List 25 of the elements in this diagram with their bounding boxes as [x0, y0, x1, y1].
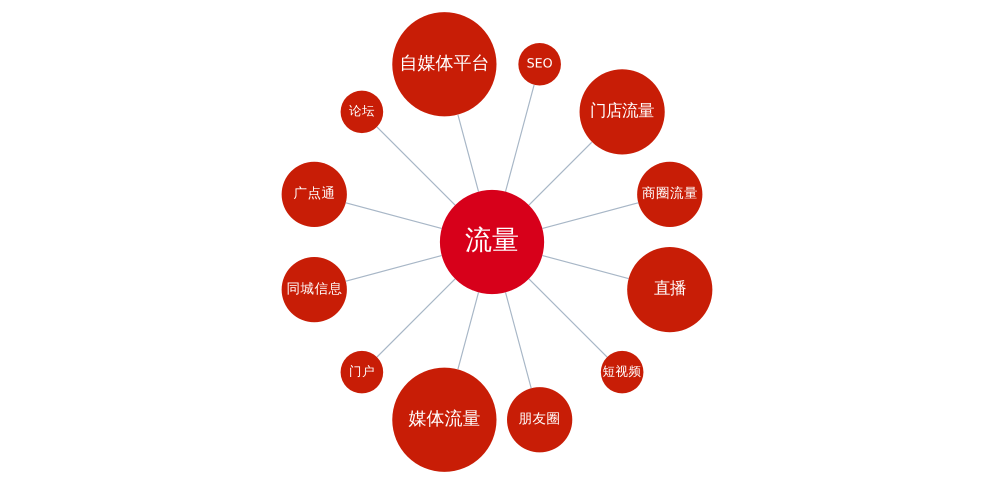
connector [345, 254, 442, 282]
connector [376, 126, 455, 206]
connector [528, 142, 592, 206]
node-circle: 广点通 [281, 162, 346, 227]
connector [376, 278, 455, 358]
node-circle: 商圈流量 [636, 162, 702, 227]
node-circle: 门户 [340, 350, 383, 394]
connector [504, 84, 534, 192]
node-circle: 自媒体平台 [392, 12, 496, 116]
node-circle: 短视频 [600, 350, 643, 394]
node-circle: 朋友圈 [506, 387, 572, 452]
node-circle: 同城信息 [281, 257, 346, 322]
connector [542, 202, 638, 230]
connector [345, 202, 442, 230]
node-circle: 媒体流量 [392, 368, 496, 472]
node-circle: 论坛 [340, 90, 383, 134]
connector [456, 292, 479, 370]
connector [542, 254, 628, 280]
connector [456, 114, 479, 192]
node-circle: 流量 [439, 190, 544, 294]
connector [528, 278, 607, 358]
connector [504, 292, 532, 388]
node-circle: 门店流量 [579, 69, 664, 154]
node-circle: 直播 [626, 247, 712, 332]
node-circle: SEO [518, 42, 560, 86]
